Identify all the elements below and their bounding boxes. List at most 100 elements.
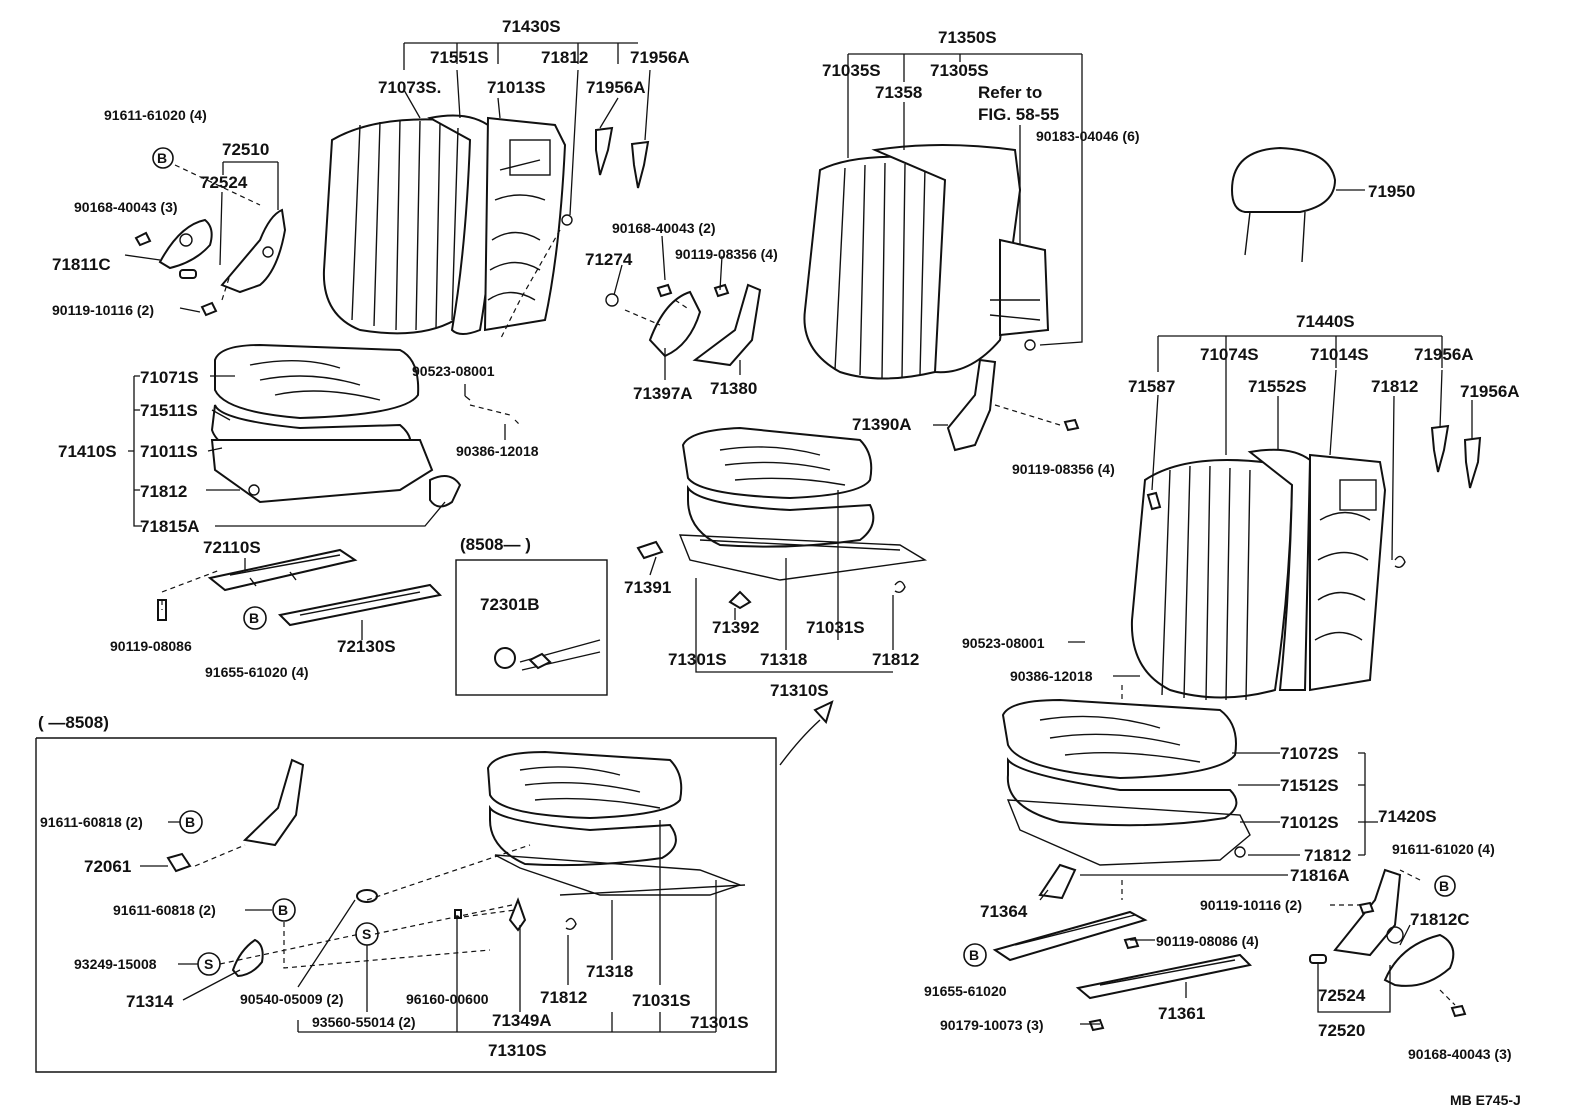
- label-90183-04046: 90183-04046 (6): [1036, 128, 1140, 144]
- label-90179-10073: 90179-10073 (3): [940, 1017, 1044, 1033]
- inset-before-8508: [35, 737, 777, 1073]
- recliner-right-drawing: [1309, 868, 1467, 1018]
- front-seat-cushion-center-drawing: [636, 426, 928, 610]
- label-71358: 71358: [875, 83, 922, 102]
- label-72301B: 72301B: [480, 595, 540, 614]
- label-71310S-b: 71310S: [488, 1041, 547, 1060]
- label-71815A: 71815A: [140, 517, 200, 536]
- b-marker-1-letter: B: [157, 150, 167, 166]
- label-71380: 71380: [710, 379, 757, 398]
- label-71812-a: 71812: [541, 48, 588, 67]
- label-71587: 71587: [1128, 377, 1175, 396]
- label-71551S: 71551S: [430, 48, 489, 67]
- b-marker-6-letter: B: [278, 902, 288, 918]
- label-90119-08356-b: 90119-08356 (4): [1012, 461, 1115, 477]
- label-90386-12018-b: 90386-12018: [1010, 668, 1093, 684]
- inset-after-8508: [455, 559, 608, 696]
- b-marker-5-letter: B: [185, 814, 195, 830]
- b-marker-3: [963, 943, 987, 967]
- label-90168-40043-a: 90168-40043 (3): [74, 199, 178, 215]
- label-90386-12018-a: 90386-12018: [456, 443, 539, 459]
- label-71816A: 71816A: [1290, 866, 1350, 885]
- inset-date-until: ( —8508): [38, 713, 109, 732]
- label-71301S-a: 71301S: [668, 650, 727, 669]
- seat-track-left-drawing: [157, 548, 443, 630]
- b-marker-2-letter: B: [249, 610, 259, 626]
- label-90119-08086-a: 90119-08086: [110, 638, 192, 654]
- label-71812-b: 71812: [140, 482, 187, 501]
- label-71073S: 71073S.: [378, 78, 441, 97]
- front-seatback-right-drawing: [1130, 424, 1482, 701]
- label-91611-61020-a: 91611-61020 (4): [104, 107, 207, 123]
- label-91611-60818-b: 91611-60818 (2): [113, 902, 216, 918]
- label-71318-a: 71318: [760, 650, 807, 669]
- part-number-labels: 71430S 71551S 71812 71956A 71073S. 71013…: [38, 17, 1521, 1108]
- label-90523-08001-a: 90523-08001: [412, 363, 495, 379]
- label-71812-c: 71812: [872, 650, 919, 669]
- label-90540-05009: 90540-05009 (2): [240, 991, 344, 1007]
- label-71410S: 71410S: [58, 442, 117, 461]
- label-72510: 72510: [222, 140, 269, 159]
- label-71812-e: 71812: [1304, 846, 1351, 865]
- label-72110S: 72110S: [203, 538, 261, 557]
- inset-date-from: (8508— ): [460, 535, 531, 554]
- b-marker-6: [272, 898, 296, 922]
- label-72130S: 72130S: [337, 637, 396, 656]
- label-71013S: 71013S: [487, 78, 546, 97]
- label-71956A-c: 71956A: [1414, 345, 1474, 364]
- label-71318-b: 71318: [586, 962, 633, 981]
- label-71301S-b: 71301S: [690, 1013, 749, 1032]
- label-71314: 71314: [126, 992, 174, 1011]
- label-91611-61020-b: 91611-61020 (4): [1392, 841, 1495, 857]
- seatback-hinge-center-drawing: [946, 358, 1080, 452]
- label-71811C: 71811C: [52, 255, 111, 274]
- label-71310S-a: 71310S: [770, 681, 829, 700]
- label-72524-a: 72524: [200, 173, 248, 192]
- leader-lines: [124, 42, 1473, 1033]
- label-71361: 71361: [1158, 1004, 1205, 1023]
- label-refer-fig: FIG. 58-55: [978, 105, 1059, 124]
- label-71390A: 71390A: [852, 415, 912, 434]
- label-91655-61020-b: 91655-61020: [924, 983, 1007, 999]
- label-71512S: 71512S: [1280, 776, 1339, 795]
- label-71950: 71950: [1368, 182, 1415, 201]
- inset-arrow-head: [813, 700, 834, 724]
- label-71274: 71274: [585, 250, 633, 269]
- label-90119-10116-a: 90119-10116 (2): [52, 302, 154, 318]
- label-71071S: 71071S: [140, 368, 199, 387]
- b-marker-1: [152, 147, 174, 169]
- label-90119-08356-a: 90119-08356 (4): [675, 246, 778, 262]
- front-seatback-center-drawing: [803, 144, 1050, 380]
- label-93560-55014: 93560-55014 (2): [312, 1014, 416, 1030]
- label-71014S: 71014S: [1310, 345, 1369, 364]
- label-71397A: 71397A: [633, 384, 693, 403]
- label-90523-08001-b: 90523-08001: [962, 635, 1045, 651]
- label-72061: 72061: [84, 857, 131, 876]
- label-71392: 71392: [712, 618, 759, 637]
- label-71035S: 71035S: [822, 61, 881, 80]
- label-71812-f: 71812: [540, 988, 587, 1007]
- label-71031S-a: 71031S: [806, 618, 865, 637]
- s-marker-2-letter: S: [362, 926, 371, 942]
- b-marker-4-letter: B: [1439, 878, 1449, 894]
- label-71956A-d: 71956A: [1460, 382, 1520, 401]
- label-71812C: 71812C: [1410, 910, 1470, 929]
- label-71074S: 71074S: [1200, 345, 1259, 364]
- b-marker-4: [1434, 875, 1456, 897]
- label-71305S: 71305S: [930, 61, 989, 80]
- seat-track-right-drawing: [963, 863, 1253, 1032]
- b-marker-2: [243, 606, 267, 630]
- label-71350S: 71350S: [938, 28, 997, 47]
- label-91611-60818-a: 91611-60818 (2): [40, 814, 143, 830]
- label-71349A: 71349A: [492, 1011, 552, 1030]
- label-71511S: 71511S: [140, 401, 198, 420]
- inset-arrow: [779, 719, 821, 766]
- label-90168-40043-b: 90168-40043 (2): [612, 220, 716, 236]
- front-seatback-left-drawing: [322, 114, 650, 335]
- front-seat-cushion-right-drawing: [1001, 698, 1251, 866]
- label-71072S: 71072S: [1280, 744, 1339, 763]
- label-71552S: 71552S: [1248, 377, 1307, 396]
- b-marker-3-letter: B: [969, 947, 979, 963]
- label-72520: 72520: [1318, 1021, 1365, 1040]
